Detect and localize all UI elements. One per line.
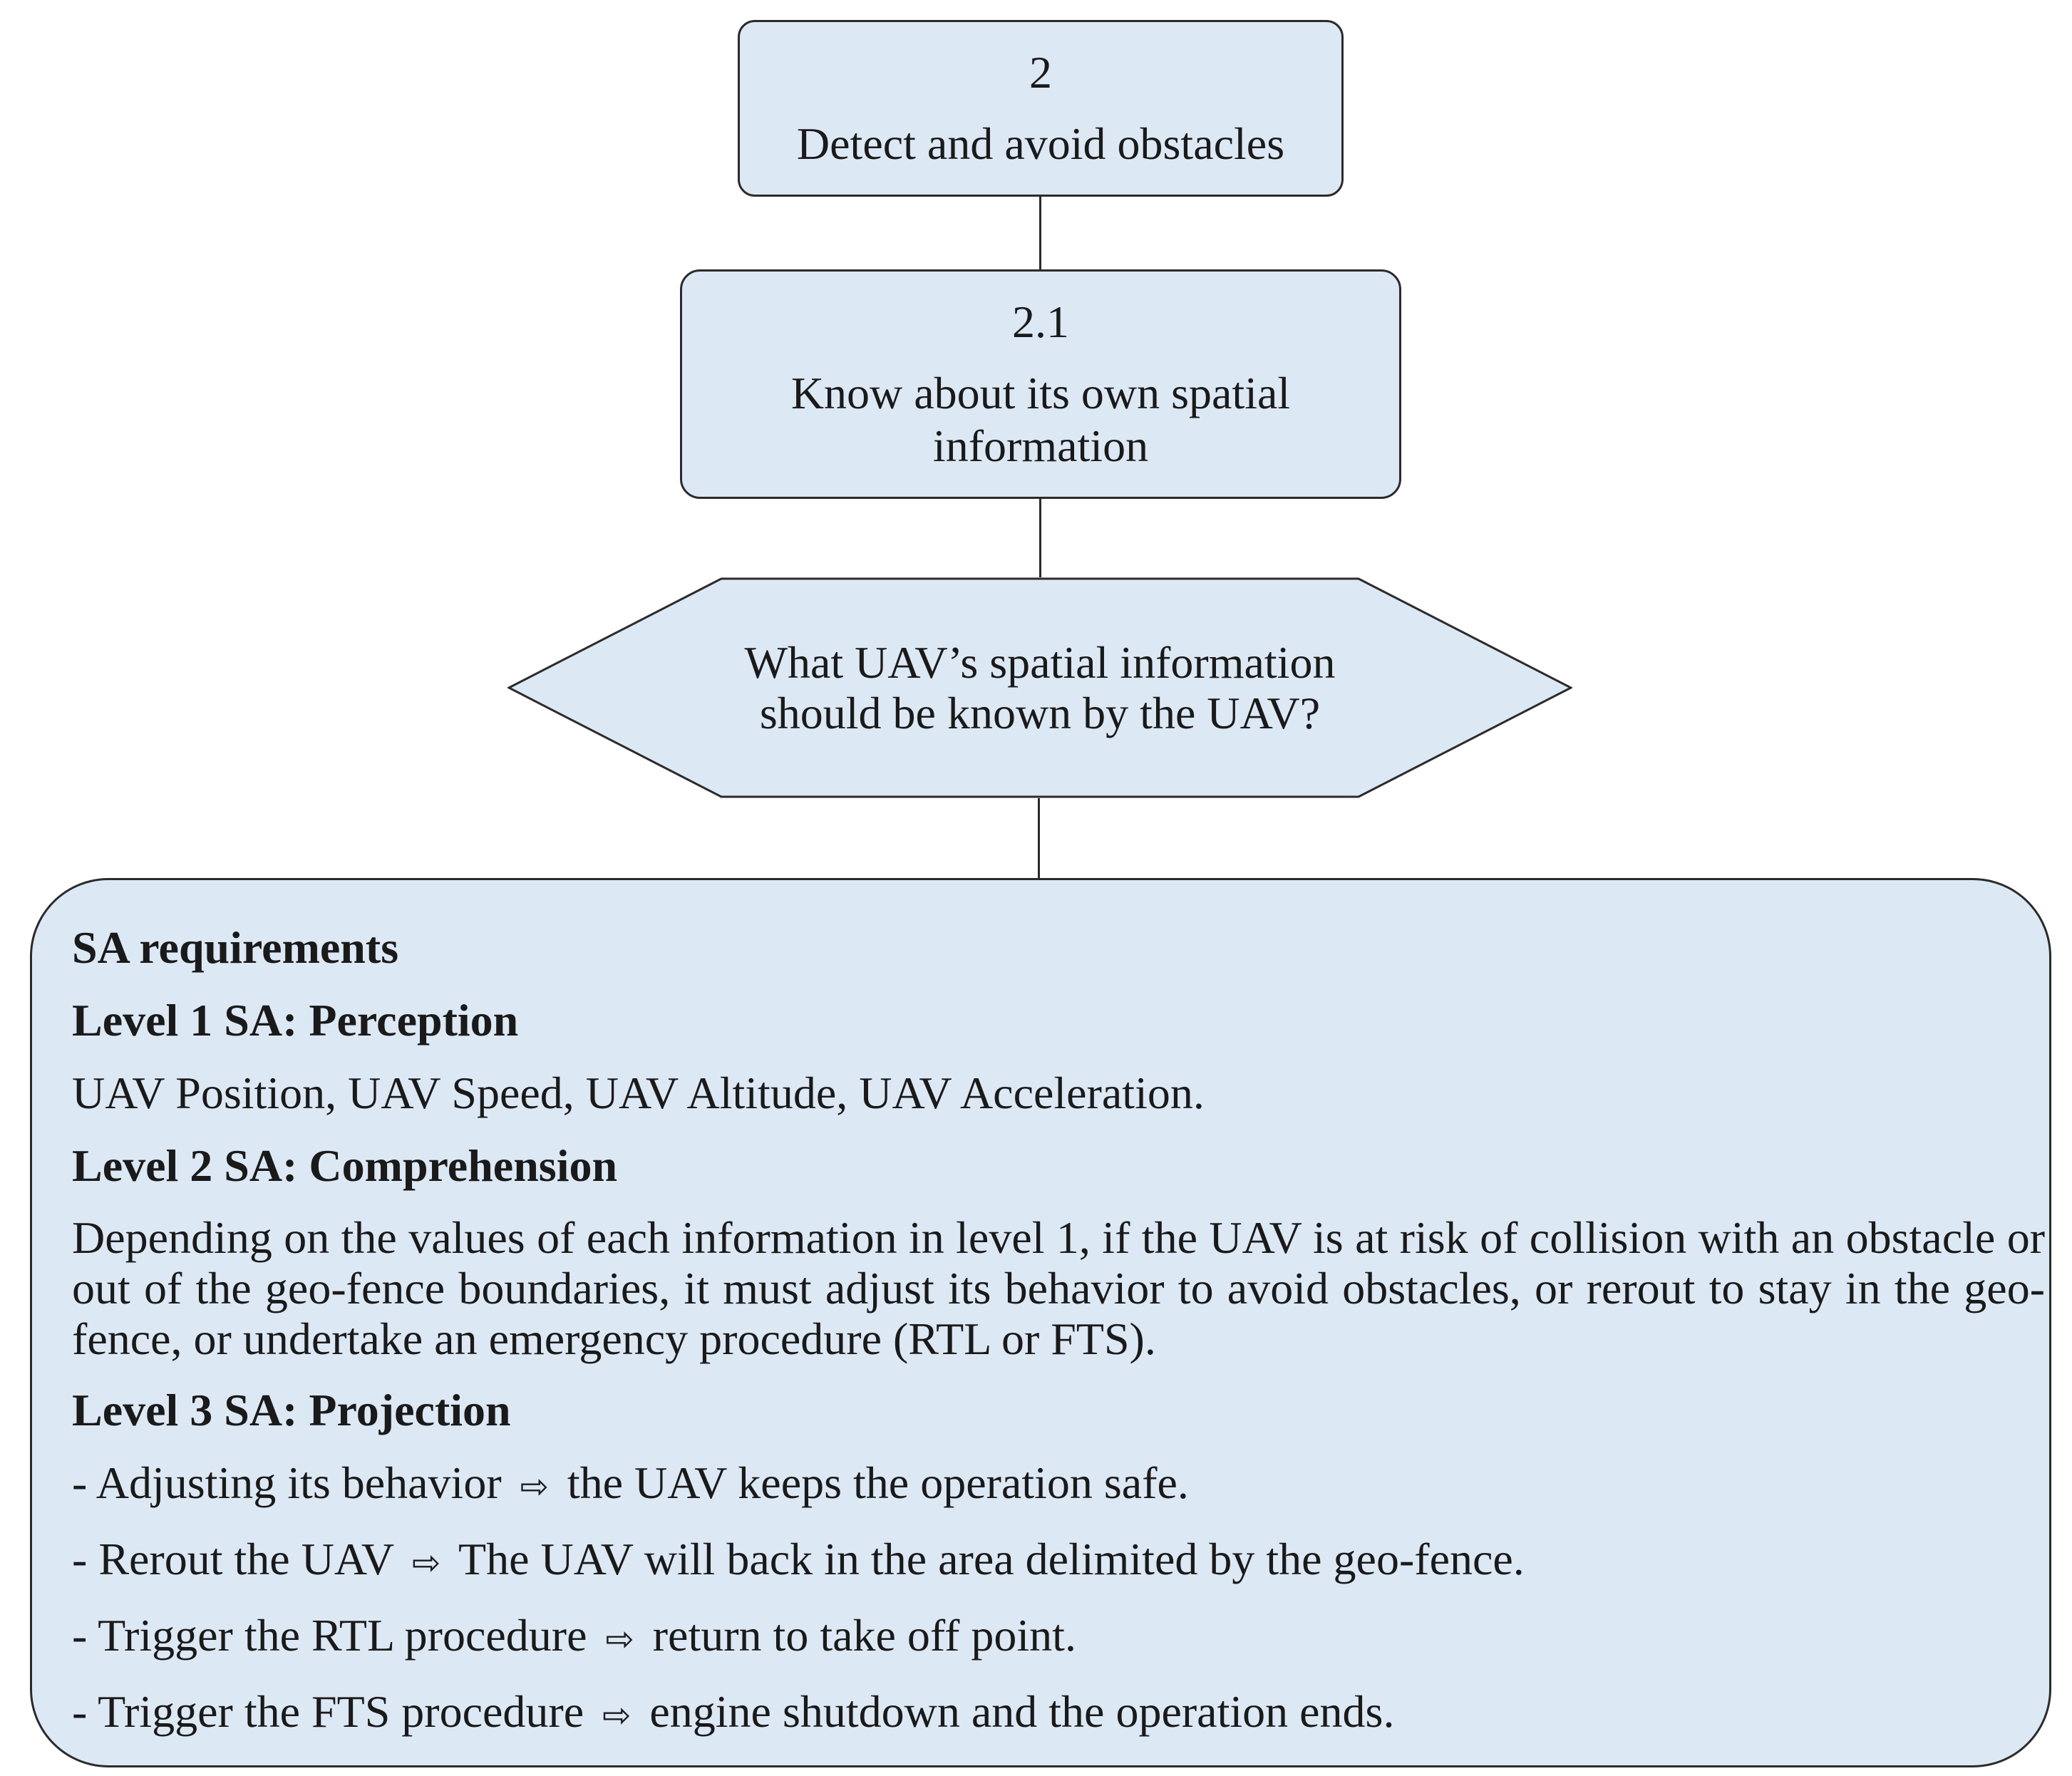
subgoal-node: 2.1 Know about its own spatial informati…	[680, 269, 1401, 499]
subgoal-number: 2.1	[1012, 296, 1069, 347]
projection-result: return to take off point.	[652, 1610, 1076, 1661]
connector-question-requirements	[1038, 798, 1040, 878]
goal-title: Detect and avoid obstacles	[796, 118, 1285, 169]
question-hexagon-shape	[507, 577, 1572, 798]
right-arrow-icon: ⇨	[605, 1619, 634, 1659]
goal-node: 2 Detect and avoid obstacles	[738, 20, 1344, 197]
question-node: What UAV’s spatial information should be…	[507, 577, 1572, 798]
sa-requirements-panel: SA requirements Level 1 SA: Perception U…	[30, 878, 2051, 1767]
connector-subgoal-question	[1039, 499, 1041, 577]
projection-result: The UAV will back in the area delimited …	[458, 1534, 1525, 1584]
level2-text: Depending on the values of each informat…	[72, 1212, 2045, 1364]
question-text: What UAV’s spatial information should be…	[744, 637, 1336, 738]
projection-item: - Rerout the UAV ⇨ The UAV will back in …	[72, 1533, 2009, 1589]
projection-result: the UAV keeps the operation safe.	[567, 1457, 1189, 1508]
connector-goal-subgoal	[1039, 197, 1041, 269]
projection-result: engine shutdown and the operation ends.	[649, 1686, 1395, 1737]
projection-item: - Trigger the RTL procedure ⇨ return to …	[72, 1609, 2009, 1666]
level1-heading: Level 1 SA: Perception	[72, 995, 519, 1046]
goal-number: 2	[1029, 47, 1052, 98]
projection-item: - Adjusting its behavior ⇨ the UAV keeps…	[72, 1457, 2009, 1513]
subgoal-title: Know about its own spatial information	[790, 368, 1291, 471]
projection-action: - Adjusting its behavior	[72, 1457, 502, 1508]
level1-text: UAV Position, UAV Speed, UAV Altitude, U…	[72, 1068, 1205, 1118]
sa-requirements-header: SA requirements	[72, 922, 399, 973]
projection-action: - Rerout the UAV	[72, 1534, 393, 1584]
right-arrow-icon: ⇨	[520, 1467, 549, 1507]
right-arrow-icon: ⇨	[411, 1543, 441, 1583]
level3-heading: Level 3 SA: Projection	[72, 1385, 511, 1435]
projection-item: - Trigger the FTS procedure ⇨ engine shu…	[72, 1685, 2009, 1742]
projection-action: - Trigger the RTL procedure	[72, 1610, 587, 1661]
projection-action: - Trigger the FTS procedure	[72, 1686, 584, 1737]
level2-heading: Level 2 SA: Comprehension	[72, 1140, 618, 1191]
right-arrow-icon: ⇨	[602, 1695, 632, 1735]
